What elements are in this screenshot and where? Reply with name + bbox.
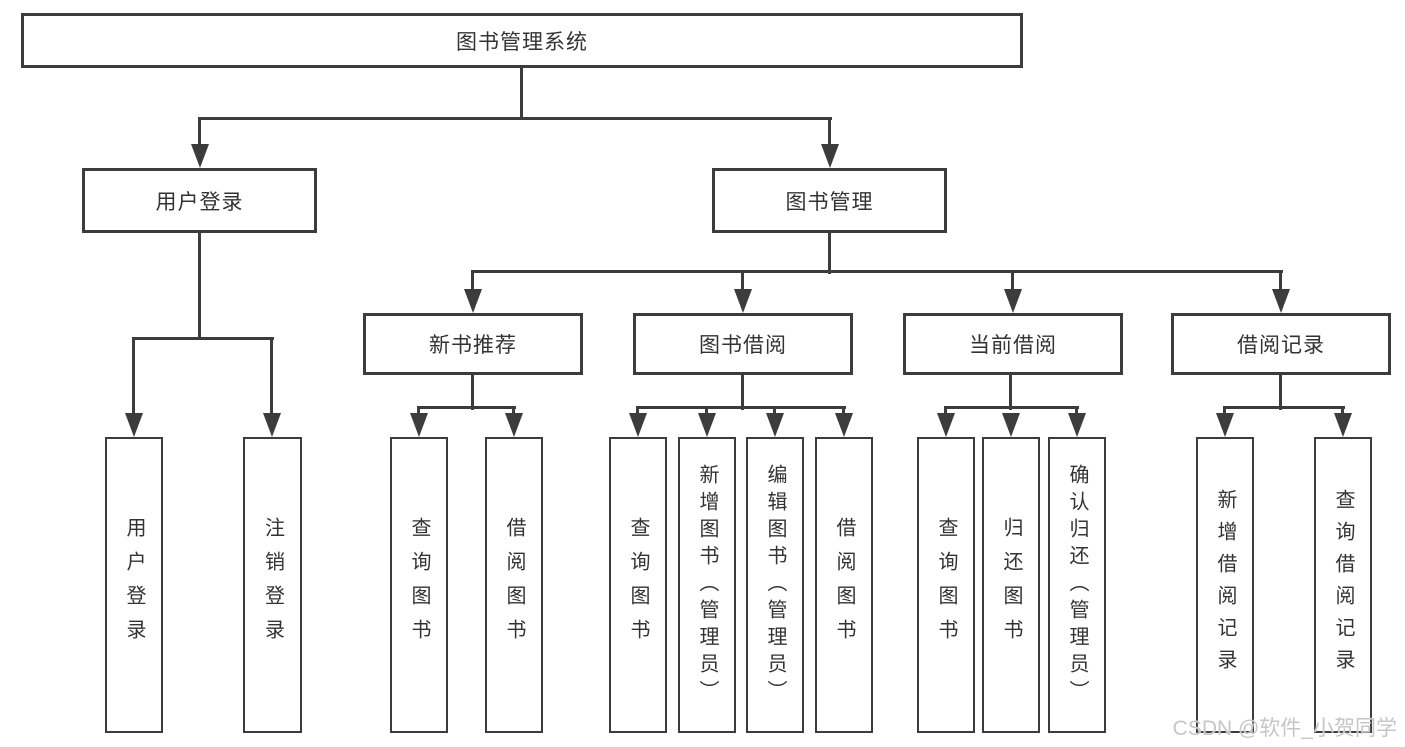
leaf-add-books-admin: 新增图书（管理员） — [678, 437, 736, 733]
leaf-logout: 注销登录 — [243, 437, 302, 733]
arrowhead-icon — [191, 144, 209, 168]
node-label: 图书管理系统 — [456, 30, 588, 54]
arrowhead-icon — [1002, 413, 1020, 437]
connector-line — [944, 406, 1079, 409]
connector-line — [741, 375, 744, 410]
connector-line — [198, 117, 201, 147]
connector-line — [636, 406, 846, 409]
connector-line — [132, 337, 274, 340]
arrowhead-icon — [766, 413, 784, 437]
connector-line — [1223, 406, 1226, 416]
arrowhead-icon — [629, 413, 647, 437]
leaf-label: 编辑图书（管理员） — [764, 463, 786, 707]
arrowhead-icon — [734, 289, 752, 313]
connector-line — [1075, 406, 1078, 416]
leaf-user-login: 用户登录 — [105, 437, 163, 733]
connector-line — [198, 233, 201, 340]
leaf-borrow-books: 借阅图书 — [815, 437, 873, 733]
leaf-add-borrow-record: 新增借阅记录 — [1196, 437, 1254, 733]
leaf-query-books: 查询图书 — [609, 437, 667, 733]
arrowhead-icon — [410, 413, 428, 437]
connector-line — [842, 406, 845, 416]
leaf-label: 查询图书 — [408, 517, 430, 653]
leaf-label: 新增图书（管理员） — [696, 463, 718, 707]
connector-line — [1341, 406, 1344, 416]
connector-line — [944, 406, 947, 416]
leaf-label: 借阅图书 — [503, 517, 525, 653]
node-book-management: 图书管理 — [712, 168, 947, 233]
connector-line — [471, 375, 474, 410]
leaf-borrow-books: 借阅图书 — [485, 437, 543, 733]
arrowhead-icon — [1068, 413, 1086, 437]
connector-line — [1009, 375, 1012, 410]
connector-line — [636, 406, 639, 416]
leaf-return-books: 归还图书 — [982, 437, 1040, 733]
connector-line — [198, 117, 832, 120]
leaf-label: 注销登录 — [261, 517, 284, 653]
leaf-label: 借阅图书 — [833, 517, 855, 653]
connector-line — [1279, 375, 1282, 410]
node-label: 图书管理 — [785, 190, 874, 214]
node-label: 用户登录 — [155, 190, 244, 214]
connector-line — [741, 270, 744, 292]
leaf-label: 确认归还（管理员） — [1066, 463, 1088, 707]
node-label: 当前借阅 — [969, 334, 1057, 357]
connector-line — [471, 270, 474, 292]
connector-line — [471, 270, 1283, 273]
node-label: 新书推荐 — [429, 334, 517, 357]
leaf-label: 归还图书 — [1000, 517, 1022, 653]
arrowhead-icon — [937, 413, 955, 437]
leaf-query-books: 查询图书 — [917, 437, 975, 733]
connector-line — [1223, 406, 1345, 409]
arrowhead-icon — [835, 413, 853, 437]
arrowhead-icon — [464, 289, 482, 313]
connector-line — [828, 233, 831, 274]
arrowhead-icon — [263, 413, 281, 437]
connector-line — [417, 406, 516, 409]
node-book-borrow: 图书借阅 — [633, 313, 853, 375]
connector-line — [705, 406, 708, 416]
leaf-edit-books-admin: 编辑图书（管理员） — [746, 437, 804, 733]
connector-line — [828, 117, 831, 147]
arrowhead-icon — [1334, 413, 1352, 437]
connector-line — [417, 406, 420, 416]
node-borrow-records: 借阅记录 — [1171, 313, 1391, 375]
leaf-label: 查询借阅记录 — [1332, 489, 1354, 681]
connector-line — [520, 68, 523, 120]
node-current-borrow: 当前借阅 — [903, 313, 1123, 375]
connector-line — [773, 406, 776, 416]
arrowhead-icon — [1272, 289, 1290, 313]
leaf-label: 新增借阅记录 — [1214, 489, 1236, 681]
leaf-query-borrow-record: 查询借阅记录 — [1314, 437, 1372, 733]
arrowhead-icon — [1216, 413, 1234, 437]
connector-line — [1011, 270, 1014, 292]
node-new-book-recommend: 新书推荐 — [363, 313, 583, 375]
arrowhead-icon — [505, 413, 523, 437]
node-label: 借阅记录 — [1237, 334, 1325, 357]
arrowhead-icon — [125, 413, 143, 437]
leaf-confirm-return-admin: 确认归还（管理员） — [1048, 437, 1106, 733]
arrowhead-icon — [698, 413, 716, 437]
leaf-label: 查询图书 — [935, 517, 957, 653]
leaf-query-books: 查询图书 — [390, 437, 448, 733]
connector-line — [512, 406, 515, 416]
connector-line — [270, 337, 273, 416]
csdn-watermark: CSDN @软件_小贺同学 — [1172, 717, 1397, 740]
arrowhead-icon — [1004, 289, 1022, 313]
connector-line — [132, 337, 135, 416]
leaf-label: 查询图书 — [627, 517, 649, 653]
arrowhead-icon — [821, 144, 839, 168]
node-label: 图书借阅 — [699, 334, 787, 357]
leaf-label: 用户登录 — [123, 517, 145, 653]
connector-line — [1279, 270, 1282, 292]
node-library-management-system: 图书管理系统 — [21, 13, 1023, 68]
node-user-login: 用户登录 — [82, 168, 317, 233]
